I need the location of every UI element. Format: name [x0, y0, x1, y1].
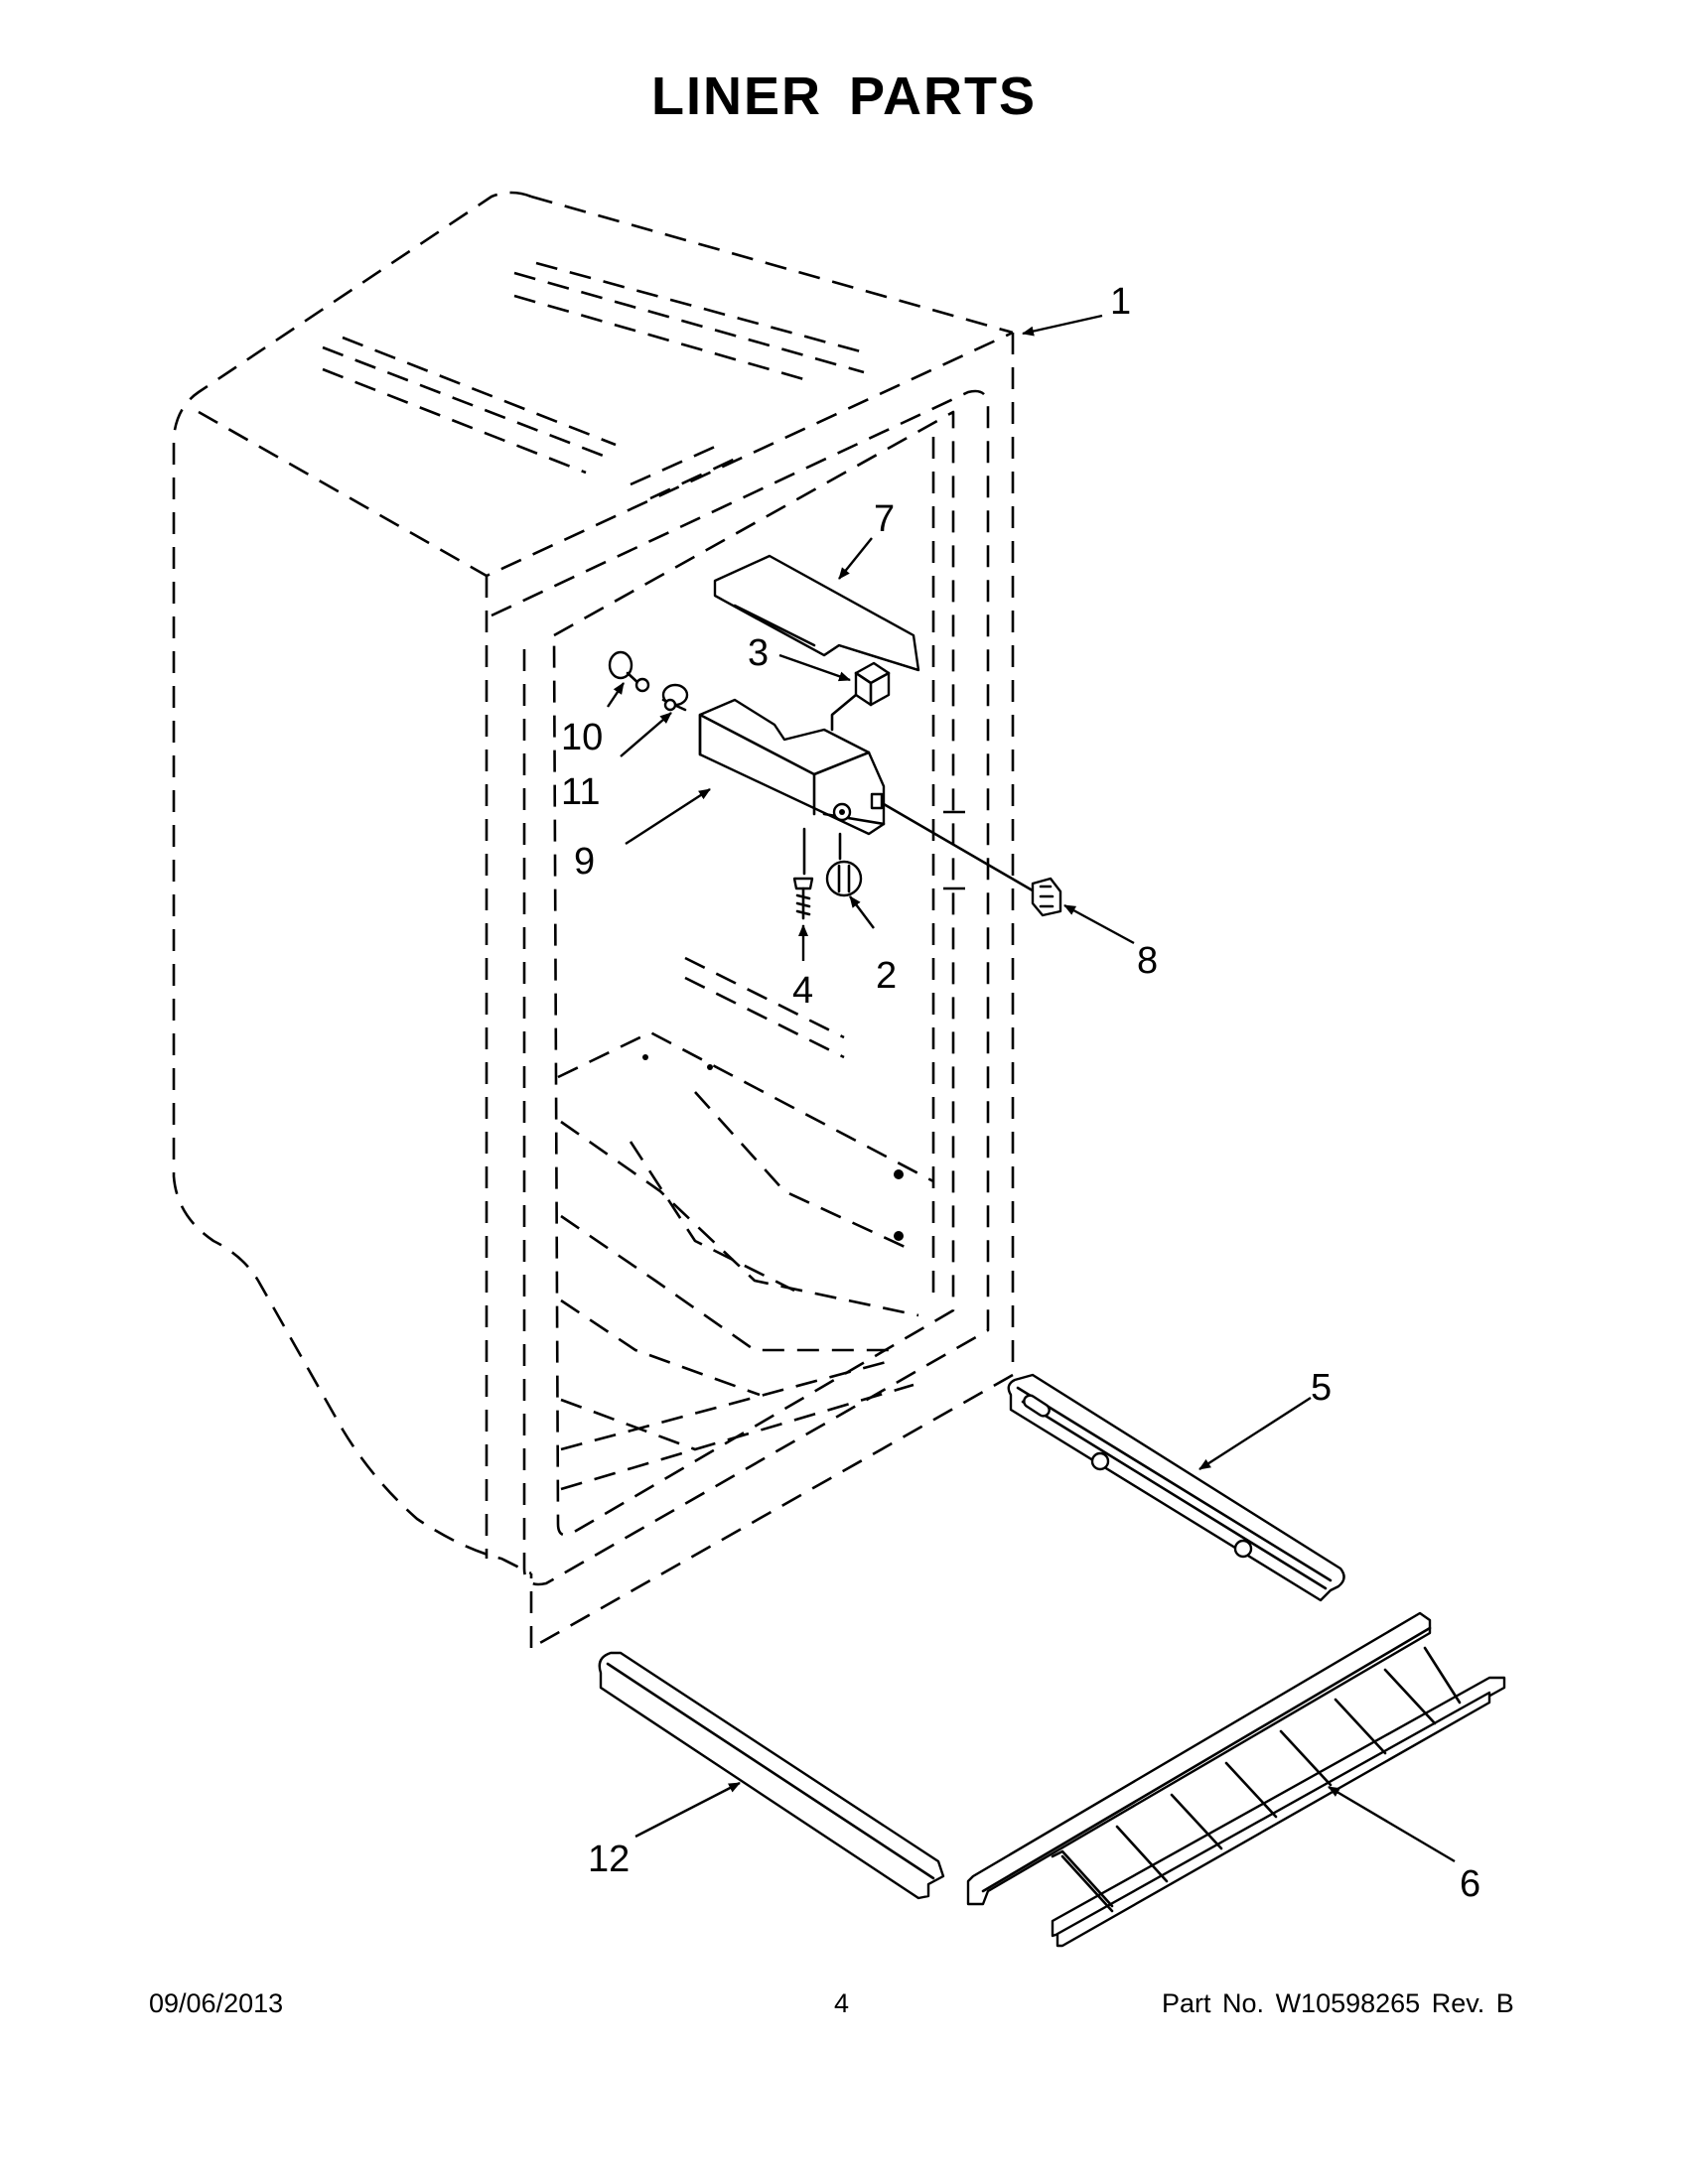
callout-labels: 1 2 3 4 5 6 7 8 9 10 11 12 — [561, 281, 1480, 1905]
callout-8: 8 — [1137, 940, 1158, 982]
part-6-frame — [966, 1611, 1506, 1948]
part-4-screw — [792, 877, 814, 920]
part-9-housing — [698, 698, 1040, 895]
callout-6: 6 — [1460, 1863, 1480, 1905]
part-12-rail — [598, 1651, 945, 1900]
part-3-connector — [830, 661, 891, 732]
leader-lines — [607, 314, 1456, 1863]
callout-1: 1 — [1110, 281, 1131, 323]
part-10-bulb — [608, 650, 650, 693]
footer-date: 09/06/2013 — [149, 1988, 284, 2018]
callout-4: 4 — [792, 970, 813, 1012]
cabinet-liner-outline — [172, 191, 1015, 1650]
revision-label: Rev. — [1431, 1988, 1485, 2018]
footer-page-number: 4 — [834, 1988, 850, 2018]
part-11-socket — [661, 683, 689, 712]
callout-7: 7 — [874, 498, 895, 540]
callout-10: 10 — [561, 717, 603, 758]
callout-5: 5 — [1311, 1367, 1332, 1409]
part-7-cover — [713, 554, 920, 672]
footer-part-info: Part No. W10598265 Rev. B — [1162, 1988, 1514, 2019]
callout-2: 2 — [876, 955, 897, 997]
page-title: LINER PARTS — [650, 67, 1037, 126]
revision: B — [1495, 1988, 1514, 2018]
callout-12: 12 — [588, 1839, 630, 1880]
part-5-rail — [1007, 1373, 1345, 1602]
part-number-label: Part No. — [1162, 1988, 1265, 2018]
callout-3: 3 — [748, 632, 769, 674]
part-8-switch — [1031, 877, 1062, 917]
part-2-knob — [825, 860, 863, 897]
callout-11: 11 — [561, 771, 600, 813]
part-number: W10598265 — [1275, 1988, 1421, 2018]
callout-9: 9 — [574, 841, 595, 883]
